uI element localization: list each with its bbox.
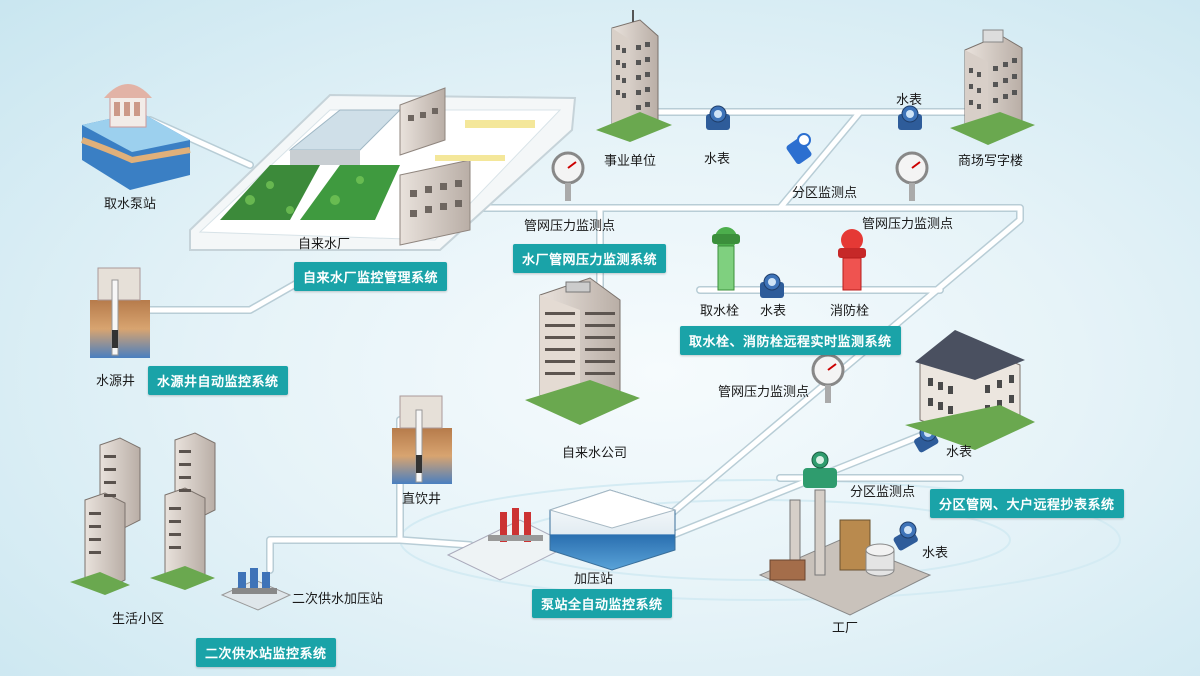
pressure-gauge-icon — [811, 353, 845, 403]
office-building-label: 商场写字楼 — [958, 154, 1024, 169]
plant-monitor-system-badge[interactable]: 自来水厂监控管理系统 — [294, 262, 448, 291]
office-tower-icon — [596, 10, 672, 142]
meter-label: 水表 — [760, 304, 787, 319]
water-meter-icon — [760, 273, 784, 298]
district-meter-system-badge[interactable]: 分区管网、大户远程抄表系统 — [930, 489, 1124, 518]
secondary-supply-system-badge[interactable]: 二次供水站监控系统 — [196, 638, 336, 667]
water-meter-icon — [898, 105, 922, 130]
source-well-icon — [90, 267, 150, 358]
factory-icon — [758, 489, 932, 616]
fire-hydrant-label: 消防栓 — [830, 304, 870, 319]
source-well-label: 水源井 — [96, 374, 136, 389]
tank-icon — [548, 489, 677, 571]
well-auto-system-badge[interactable]: 水源井自动监控系统 — [148, 366, 288, 395]
residential-building-icon — [70, 432, 216, 595]
water-meter-icon — [893, 521, 918, 551]
water-plant-label: 自来水厂 — [298, 237, 351, 252]
pump-auto-system-badge[interactable]: 泵站全自动监控系统 — [532, 589, 672, 618]
intake-pump-station-label: 取水泵站 — [104, 197, 157, 212]
secondary-booster-label: 二次供水加压站 — [292, 592, 384, 607]
company-building-icon — [525, 277, 640, 425]
meter-label: 水表 — [922, 546, 949, 561]
intake-pump-station-icon — [80, 84, 191, 190]
water-plant-icon — [189, 87, 577, 251]
residential-building-icon — [905, 330, 1035, 450]
office-tower-icon — [950, 29, 1035, 145]
hydrant-label: 取水栓 — [700, 304, 740, 319]
factory-label: 工厂 — [832, 621, 859, 636]
flow-meter-icon — [786, 133, 812, 164]
booster-station-label: 加压站 — [574, 572, 614, 587]
water-meter-icon — [706, 105, 730, 130]
pressure-point-label: 管网压力监测点 — [524, 219, 616, 234]
hydrant-icon — [712, 227, 740, 291]
source-well-icon — [392, 395, 452, 484]
institution-label: 事业单位 — [604, 154, 657, 169]
pressure-point-label: 管网压力监测点 — [718, 385, 810, 400]
hydrant-remote-system-badge[interactable]: 取水栓、消防栓远程实时监测系统 — [680, 326, 901, 355]
district-point-label: 分区监测点 — [850, 485, 916, 500]
residential-label: 生活小区 — [112, 612, 165, 627]
pressure-gauge-icon — [895, 151, 929, 201]
pressure-gauge-icon — [551, 151, 585, 201]
meter-label: 水表 — [704, 152, 731, 167]
booster-pump-icon — [220, 568, 292, 611]
flow-meter-icon — [803, 451, 837, 488]
direct-well-label: 直饮井 — [402, 492, 442, 507]
plant-pressure-system-badge[interactable]: 水厂管网压力监测系统 — [513, 244, 667, 273]
water-company-label: 自来水公司 — [562, 446, 628, 461]
pressure-point-label: 管网压力监测点 — [862, 217, 954, 232]
meter-label: 水表 — [896, 93, 923, 108]
fire-hydrant-icon — [838, 229, 866, 291]
district-point-label: 分区监测点 — [792, 186, 858, 201]
meter-label: 水表 — [946, 445, 973, 460]
